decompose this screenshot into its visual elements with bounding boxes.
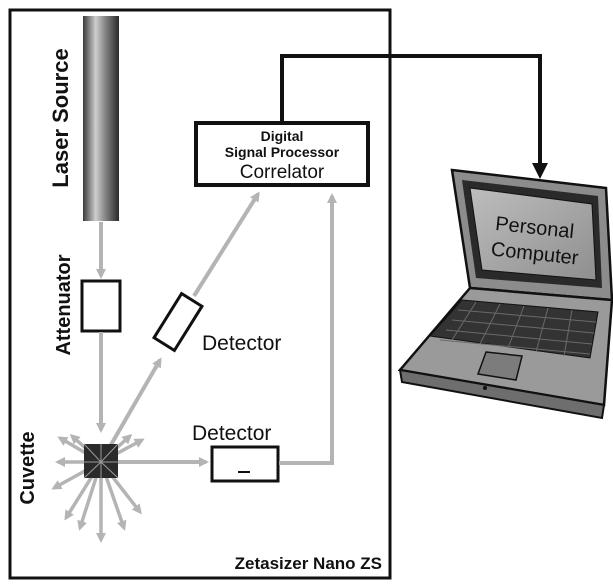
lower-detector-label: Detector [192, 422, 271, 445]
laptop-keyboard [429, 299, 599, 359]
attenuator-label: Attenuator [53, 254, 75, 355]
laser-source-label: Laser Source [48, 48, 73, 187]
beam-upper-detector-to-dsp [192, 191, 260, 298]
upper-detector-box [151, 291, 205, 353]
dsp-line2: Signal Processor [225, 144, 340, 160]
instrument-frame [8, 8, 392, 580]
attenuator-box [80, 279, 122, 333]
dsp-correlator-box [194, 121, 370, 187]
upper-detector-label: Detector [202, 332, 281, 355]
laptop-trackpad [476, 351, 523, 381]
beam-lower-detector-to-dsp [279, 193, 337, 465]
laptop-icon [397, 168, 613, 420]
lower-detector-box [210, 445, 280, 483]
dsp-line3: Correlator [240, 162, 325, 183]
laser-tube-icon [83, 16, 119, 221]
cuvette-label: Cuvette [17, 431, 39, 504]
dsp-to-computer-line [280, 54, 548, 179]
cuvette-glow [83, 443, 119, 479]
dsp-line1: Digital [261, 128, 304, 144]
instrument-label: Zetasizer Nano ZS [235, 554, 382, 573]
laptop-screen [469, 187, 597, 281]
